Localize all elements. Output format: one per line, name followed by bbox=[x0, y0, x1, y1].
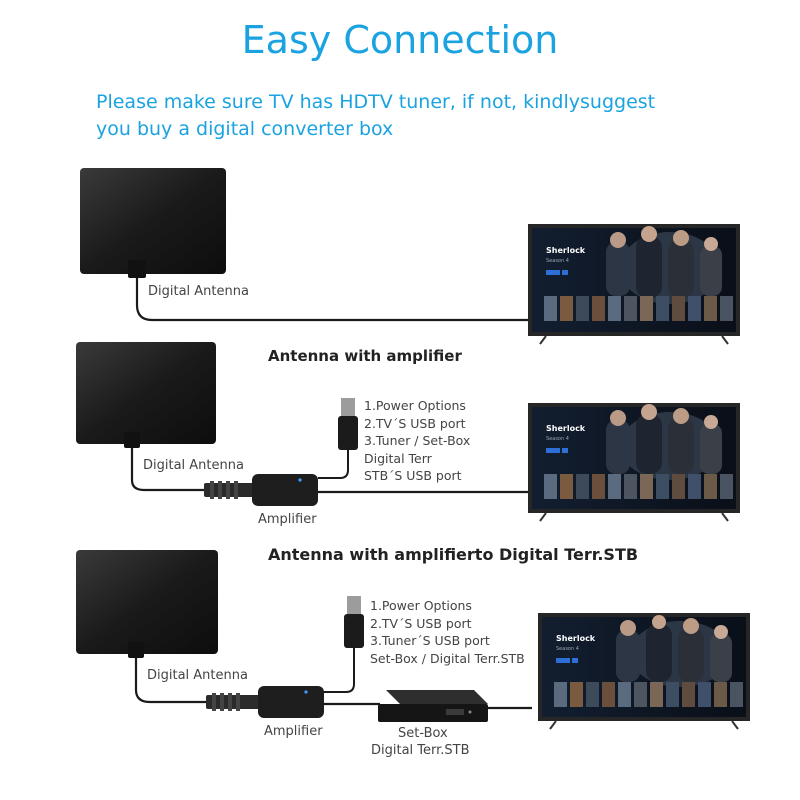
antenna-connector-3 bbox=[128, 642, 144, 658]
section-3-heading: Antenna with amplifierto Digital Terr.ST… bbox=[268, 545, 639, 564]
power-option: STB´S USB port bbox=[364, 468, 462, 483]
usb-plug-2 bbox=[341, 398, 355, 418]
power-options-list-2: 1.Power Options 2.TV´S USB port 3.Tuner … bbox=[364, 397, 470, 485]
amplifier-label-2: Amplifier bbox=[258, 512, 317, 527]
tv-3: Sherlock Season 4 bbox=[538, 613, 750, 730]
tv-show-title-1: Sherlock bbox=[546, 246, 586, 255]
power-option: 2.TV´S USB port bbox=[364, 415, 466, 431]
antenna-connector-2 bbox=[124, 432, 140, 448]
tv-show-title-3: Sherlock bbox=[556, 634, 596, 643]
section-1: Sherlock Season 4 bbox=[80, 168, 740, 345]
tv-1: Sherlock Season 4 bbox=[528, 224, 740, 345]
amplifier-2 bbox=[252, 474, 318, 506]
tv-season-3: Season 4 bbox=[556, 646, 579, 652]
page-title: Easy Connection bbox=[241, 18, 559, 62]
digital-antenna-1 bbox=[80, 168, 226, 274]
power-option: 2.TV´S USB port bbox=[370, 615, 472, 631]
tv-season-2: Season 4 bbox=[546, 436, 569, 442]
cable-1 bbox=[135, 278, 530, 322]
power-option: 1.Power Options bbox=[364, 398, 466, 413]
section-2: Sherlock Season 4 bbox=[76, 342, 740, 522]
power-option: Set-Box / Digital Terr.STB bbox=[370, 650, 525, 666]
cable-3a bbox=[134, 658, 207, 704]
section-3: Sherlock Season 4 bbox=[76, 550, 750, 730]
digital-antenna-2 bbox=[76, 342, 216, 444]
power-option: Digital Terr bbox=[364, 450, 432, 466]
antenna-label-2: Digital Antenna bbox=[143, 458, 244, 473]
power-option: 1.Power Options bbox=[370, 598, 472, 613]
setbox-label-line-1: Set-Box bbox=[398, 726, 448, 741]
power-option: 3.Tuner / Set-Box bbox=[364, 433, 471, 448]
cable-2a bbox=[130, 448, 205, 492]
amplifier-3 bbox=[258, 686, 324, 718]
setbox-label-line-2: Digital Terr.STB bbox=[371, 743, 470, 758]
tv-season-1: Season 4 bbox=[546, 258, 569, 264]
antenna-label-3: Digital Antenna bbox=[147, 668, 248, 683]
tv-2: Sherlock Season 4 bbox=[528, 403, 740, 522]
power-options-list-3: 1.Power Options 2.TV´S USB port 3.Tuner´… bbox=[370, 597, 525, 667]
usb-plug-3 bbox=[347, 596, 361, 616]
usb-cable-2 bbox=[318, 450, 349, 479]
antenna-connector-1 bbox=[128, 260, 146, 278]
usb-cable-3 bbox=[324, 648, 355, 693]
digital-antenna-3 bbox=[76, 550, 218, 654]
subtitle-line-1: Please make sure TV has HDTV tuner, if n… bbox=[96, 91, 656, 113]
set-top-box bbox=[378, 690, 488, 722]
antenna-label-1: Digital Antenna bbox=[148, 284, 249, 299]
power-option: 3.Tuner´S USB port bbox=[370, 633, 490, 648]
subtitle-line-2: you buy a digital converter box bbox=[96, 118, 394, 140]
amplifier-label-3: Amplifier bbox=[264, 724, 323, 739]
section-2-heading: Antenna with amplifier bbox=[268, 347, 462, 365]
coax-connector-3 bbox=[206, 695, 260, 709]
tv-show-title-2: Sherlock bbox=[546, 424, 586, 433]
